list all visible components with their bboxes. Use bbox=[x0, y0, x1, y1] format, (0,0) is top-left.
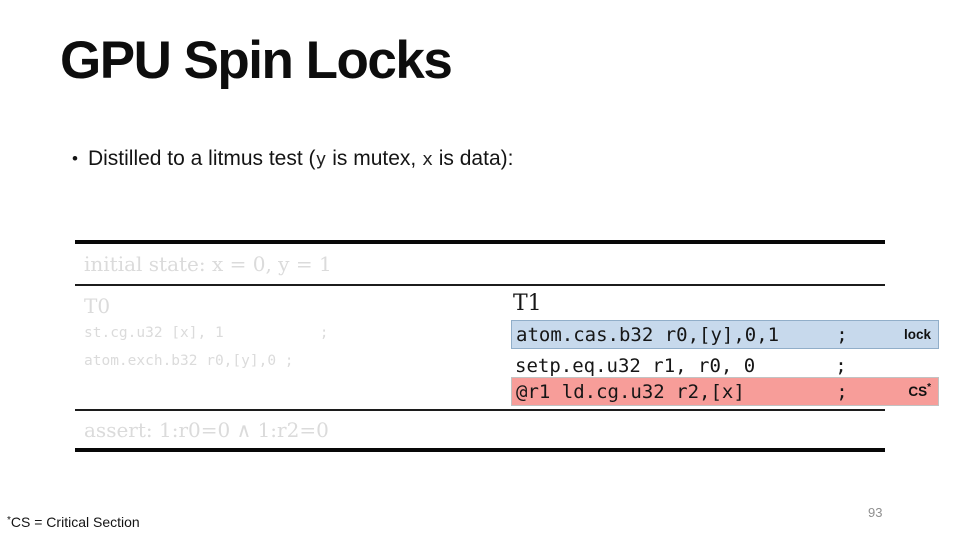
t1-code-line: @r1 ld.cg.u32 r2,[x] ; bbox=[516, 381, 848, 403]
table-header-rule bbox=[75, 284, 885, 286]
t1-row-critical-section: @r1 ld.cg.u32 r2,[x] ; CS* bbox=[511, 377, 939, 406]
t1-code-line: setp.eq.u32 r1, r0, 0 ; bbox=[515, 355, 847, 377]
t1-header: T1 bbox=[513, 291, 542, 316]
footnote-text: CS = Critical Section bbox=[10, 514, 140, 530]
inline-code-x: x bbox=[422, 149, 433, 170]
table-assert-rule bbox=[75, 409, 885, 411]
bullet-text-pre: Distilled to a litmus test ( bbox=[87, 147, 316, 170]
slide-title: GPU Spin Locks bbox=[60, 31, 453, 90]
cs-label-text: CS bbox=[908, 384, 928, 399]
cs-label-sup: * bbox=[927, 382, 931, 393]
footnote: *CS = Critical Section bbox=[7, 514, 140, 530]
t0-header: T0 bbox=[84, 294, 111, 318]
assert-row: assert: 1:r0=0 ∧ 1:r2=0 bbox=[84, 418, 329, 442]
table-top-rule bbox=[75, 240, 885, 244]
t1-row-lock: atom.cas.b32 r0,[y],0,1 ; lock bbox=[511, 320, 939, 349]
lock-label: lock bbox=[904, 321, 931, 348]
t1-row-setp: setp.eq.u32 r1, r0, 0 ; bbox=[511, 352, 939, 381]
bullet-text-mid: is mutex, bbox=[326, 147, 423, 170]
table-bottom-rule bbox=[75, 448, 885, 452]
page-number: 93 bbox=[868, 505, 883, 520]
bullet-line: • Distilled to a litmus test (y is mutex,… bbox=[72, 147, 513, 171]
t1-code-line: atom.cas.b32 r0,[y],0,1 ; bbox=[516, 324, 848, 346]
t0-code-line: st.cg.u32 [x], 1 ; bbox=[84, 325, 329, 341]
lock-label-text: lock bbox=[903, 327, 931, 342]
bullet-marker: • bbox=[72, 149, 78, 168]
t0-code-line: atom.exch.b32 r0,[y],0 ; bbox=[84, 353, 294, 369]
cs-label: CS* bbox=[908, 378, 931, 405]
inline-code-y: y bbox=[315, 149, 327, 170]
bullet-text-post: is data): bbox=[432, 147, 514, 170]
initial-state-row: initial state: x = 0, y = 1 bbox=[84, 252, 332, 276]
footnote-asterisk: * bbox=[7, 515, 11, 526]
